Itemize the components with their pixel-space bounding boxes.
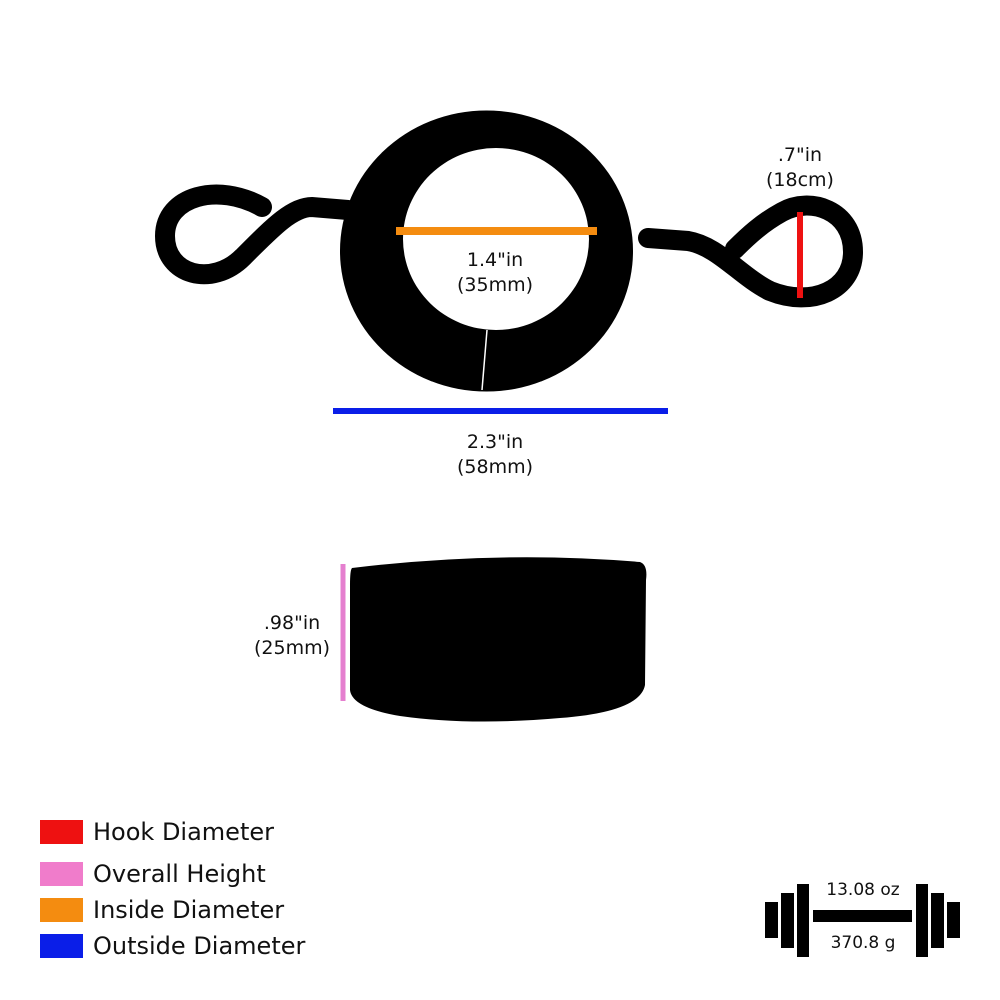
inside-diameter-label: 1.4"in (35mm) bbox=[435, 248, 555, 298]
legend-swatch bbox=[40, 898, 83, 922]
legend-item-hook: Hook Diameter bbox=[40, 817, 274, 847]
height-imperial: .98"in bbox=[263, 612, 321, 634]
height-metric: (25mm) bbox=[253, 637, 331, 659]
inside-imperial: 1.4"in bbox=[466, 249, 524, 271]
ring-top-view bbox=[339, 110, 633, 392]
hook-diameter-label: .7"in (18cm) bbox=[740, 143, 860, 193]
inside-metric: (35mm) bbox=[456, 274, 534, 296]
left-hook bbox=[154, 184, 358, 285]
legend-item-outside: Outside Diameter bbox=[40, 931, 305, 961]
outside-imperial: 2.3"in bbox=[466, 431, 524, 453]
outside-metric: (58mm) bbox=[456, 456, 534, 478]
ring-side-view bbox=[350, 557, 647, 722]
weight-metric: 370.8 g bbox=[830, 933, 896, 953]
hook-imperial: .7"in bbox=[777, 144, 823, 166]
legend-label: Inside Diameter bbox=[93, 896, 285, 924]
legend-item-inside: Inside Diameter bbox=[40, 895, 284, 925]
outside-diameter-label: 2.3"in (58mm) bbox=[435, 430, 555, 480]
legend-swatch bbox=[40, 862, 83, 886]
legend-swatch bbox=[40, 934, 83, 958]
legend-swatch bbox=[40, 820, 83, 844]
hook-metric: (18cm) bbox=[766, 169, 834, 191]
legend-item-height: Overall Height bbox=[40, 859, 266, 889]
legend-label: Hook Diameter bbox=[93, 818, 274, 846]
dumbbell-icon bbox=[765, 884, 960, 957]
weight-imperial: 13.08 oz bbox=[826, 880, 900, 900]
ring-seam bbox=[481, 329, 488, 391]
overall-height-label: .98"in (25mm) bbox=[232, 611, 352, 661]
legend-label: Overall Height bbox=[93, 860, 266, 888]
legend-label: Outside Diameter bbox=[93, 932, 306, 960]
right-hook bbox=[638, 195, 864, 308]
